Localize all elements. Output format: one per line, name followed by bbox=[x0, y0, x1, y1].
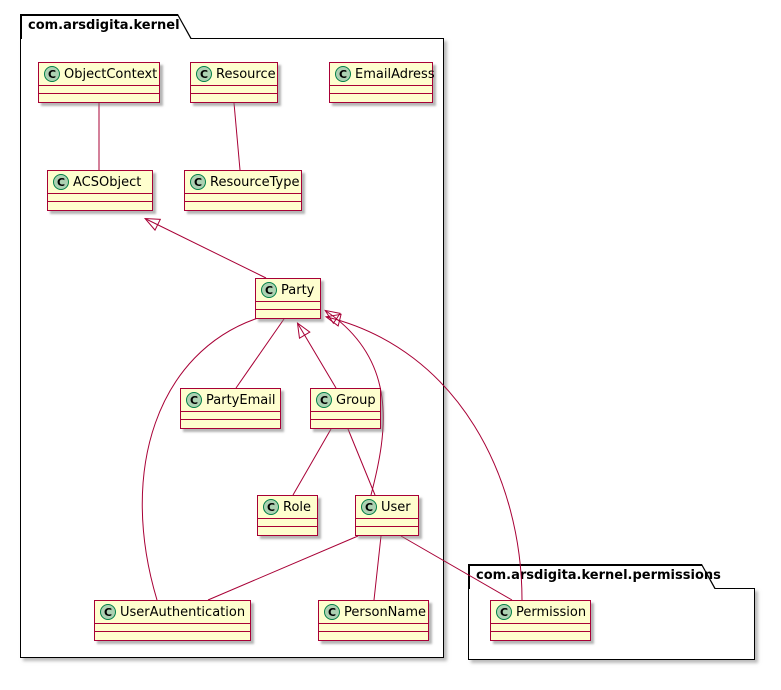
class-userauthentication: C UserAuthentication bbox=[94, 600, 251, 641]
methods-compartment bbox=[258, 526, 317, 534]
package-kernel-body bbox=[20, 38, 444, 658]
class-role: C Role bbox=[257, 495, 318, 536]
class-name: Party bbox=[281, 282, 315, 298]
fields-compartment bbox=[356, 518, 418, 526]
class-name: ObjectContext bbox=[64, 66, 158, 82]
fields-compartment bbox=[491, 623, 590, 631]
class-user: C User bbox=[355, 495, 419, 536]
class-party: C Party bbox=[255, 278, 321, 319]
package-kernel-label: com.arsdigita.kernel bbox=[28, 18, 180, 33]
fields-compartment bbox=[319, 623, 428, 631]
class-permission: C Permission bbox=[490, 600, 591, 641]
class-icon: C bbox=[100, 604, 116, 620]
class-icon: C bbox=[261, 282, 277, 298]
class-acsobject: C ACSObject bbox=[47, 170, 153, 211]
class-icon: C bbox=[263, 499, 279, 515]
class-name: EmailAdress bbox=[355, 66, 435, 82]
package-kernel-tab: com.arsdigita.kernel bbox=[20, 14, 192, 39]
package-tab-fill bbox=[470, 566, 715, 590]
fields-compartment bbox=[48, 193, 152, 201]
methods-compartment bbox=[181, 419, 280, 427]
class-name: PartyEmail bbox=[206, 392, 276, 408]
fields-compartment bbox=[311, 411, 380, 419]
methods-compartment bbox=[319, 631, 428, 639]
class-icon: C bbox=[361, 499, 377, 515]
methods-compartment bbox=[311, 419, 380, 427]
package-tab-fill bbox=[22, 16, 191, 40]
class-icon: C bbox=[324, 604, 340, 620]
class-name: Resource bbox=[216, 66, 276, 82]
class-icon: C bbox=[196, 66, 212, 82]
class-name: PersonName bbox=[344, 604, 427, 620]
methods-compartment bbox=[356, 526, 418, 534]
methods-compartment bbox=[39, 93, 159, 101]
class-name: Permission bbox=[516, 604, 587, 620]
package-permissions-tab: com.arsdigita.kernel.permissions bbox=[468, 564, 721, 590]
methods-compartment bbox=[330, 93, 432, 101]
class-name: ACSObject bbox=[73, 174, 142, 190]
package-permissions-label: com.arsdigita.kernel.permissions bbox=[476, 568, 721, 583]
fields-compartment bbox=[191, 85, 277, 93]
fields-compartment bbox=[185, 193, 301, 201]
class-emailadress: C EmailAdress bbox=[329, 62, 435, 103]
methods-compartment bbox=[185, 201, 301, 209]
class-name: ResourceType bbox=[210, 174, 300, 190]
class-name: Role bbox=[283, 499, 312, 515]
class-name: UserAuthentication bbox=[120, 604, 246, 620]
class-resourcetype: C ResourceType bbox=[184, 170, 302, 211]
fields-compartment bbox=[330, 85, 432, 93]
class-icon: C bbox=[53, 174, 69, 190]
fields-compartment bbox=[95, 623, 250, 631]
class-objectcontext: C ObjectContext bbox=[38, 62, 160, 103]
class-icon: C bbox=[186, 392, 202, 408]
class-icon: C bbox=[496, 604, 512, 620]
class-name: Group bbox=[336, 392, 376, 408]
methods-compartment bbox=[491, 631, 590, 639]
methods-compartment bbox=[48, 201, 152, 209]
methods-compartment bbox=[95, 631, 250, 639]
class-personname: C PersonName bbox=[318, 600, 429, 641]
fields-compartment bbox=[181, 411, 280, 419]
fields-compartment bbox=[256, 301, 320, 309]
class-name: User bbox=[381, 499, 411, 515]
class-group: C Group bbox=[310, 388, 381, 429]
methods-compartment bbox=[191, 93, 277, 101]
class-icon: C bbox=[44, 66, 60, 82]
fields-compartment bbox=[258, 518, 317, 526]
class-icon: C bbox=[190, 174, 206, 190]
fields-compartment bbox=[39, 85, 159, 93]
methods-compartment bbox=[256, 309, 320, 317]
class-resource: C Resource bbox=[190, 62, 278, 103]
class-icon: C bbox=[335, 66, 351, 82]
class-partyemail: C PartyEmail bbox=[180, 388, 281, 429]
class-icon: C bbox=[316, 392, 332, 408]
